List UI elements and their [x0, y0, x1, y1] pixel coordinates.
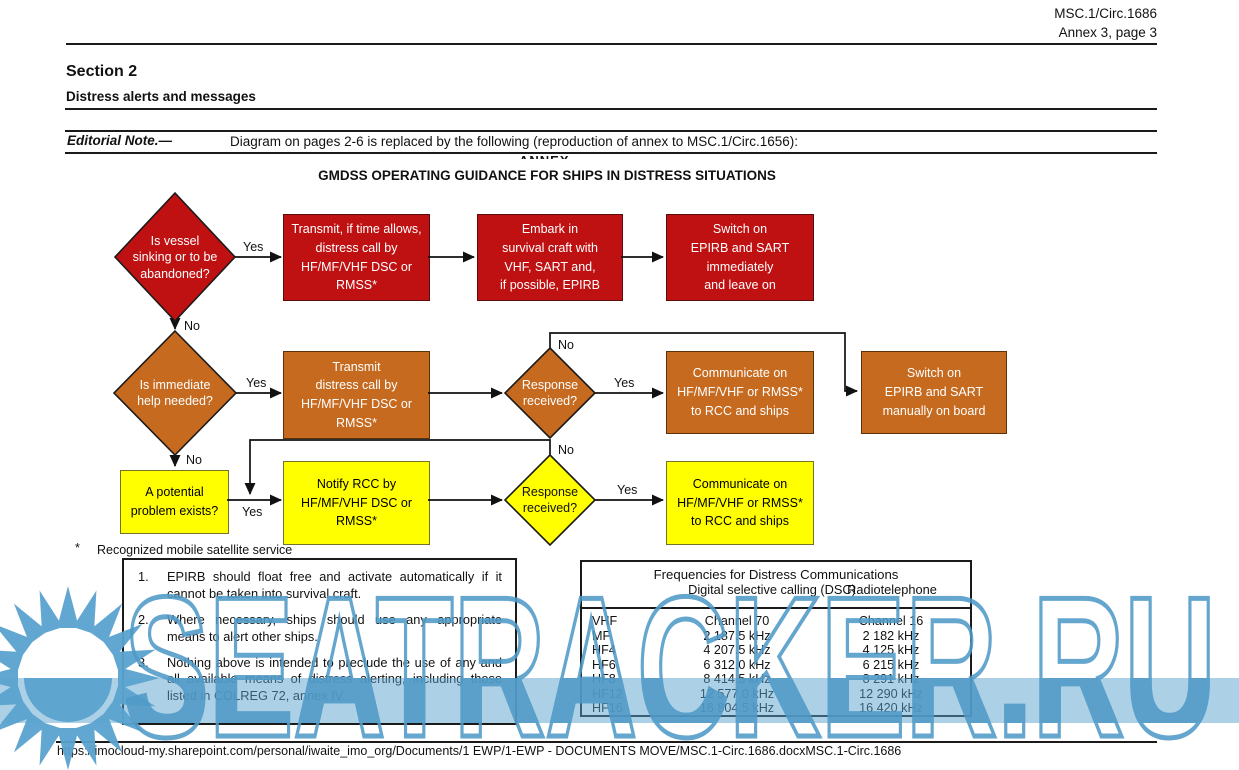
section-subtitle: Distress alerts and messages — [66, 89, 256, 104]
note-item-1: 1. EPIRB should float free and activate … — [138, 569, 502, 603]
header-rule — [66, 43, 1157, 45]
arrow-r3-response-no — [244, 439, 551, 495]
cell-dsc: 4 207.5 kHz — [703, 643, 771, 657]
table-row: MF 2 187.5 kHz 2 182 kHz — [582, 629, 970, 644]
cell-rt: 4 125 kHz — [862, 643, 920, 657]
label-yes-response-r3: Yes — [617, 483, 638, 497]
editorial-note-text: Diagram on pages 2-6 is replaced by the … — [230, 134, 799, 149]
table-row: HF4 4 207.5 kHz 4 125 kHz — [582, 643, 970, 658]
box-communicate-rcc-r2: Communicate on HF/MF/VHF or RMSS* to RCC… — [666, 351, 814, 434]
label-no-response-r3: No — [558, 443, 574, 457]
doc-reference-line1: MSC.1/Circ.1686 — [1054, 6, 1157, 21]
box-transmit-if-time-allows: Transmit, if time allows, distress call … — [283, 214, 430, 301]
box-transmit-distress-call: Transmit distress call by HF/MF/VHF DSC … — [283, 351, 430, 439]
box-embark-survival-craft: Embark in survival craft with VHF, SART … — [477, 214, 623, 301]
column-header-dsc: Digital selective calling (DSC) — [688, 582, 856, 597]
label-no-response-r2: No — [558, 338, 574, 352]
decision-diamond-sinking — [113, 191, 237, 323]
footnote-asterisk: * — [75, 541, 80, 555]
cell-band: HF6 — [592, 657, 616, 672]
doc-reference-line2: Annex 3, page 3 — [1058, 24, 1157, 40]
decision-diamond-response-r3 — [503, 453, 597, 547]
footnote-text: Recognized mobile satellite service — [97, 543, 293, 557]
label-decision-sinking: Is vessel sinking or to be abandoned? — [132, 234, 218, 281]
note-text: EPIRB should float free and activate aut… — [167, 569, 502, 601]
cell-band: MF — [592, 628, 611, 643]
editorial-note-label: Editorial Note.— — [67, 133, 173, 148]
subtitle-rule — [65, 108, 1157, 110]
section-title: Section 2 — [66, 63, 138, 80]
box-notify-rcc: Notify RCC by HF/MF/VHF DSC or RMSS* — [283, 461, 430, 545]
decision-diamond-response-r2 — [503, 346, 597, 440]
table-row: VHF Channel 70 Channel 16 — [582, 614, 970, 629]
label-decision-response-r3: Response received? — [521, 485, 579, 516]
cell-dsc: 6 312.0 kHz — [703, 657, 771, 672]
cell-band: HF4 — [592, 643, 616, 657]
label-yes-response-r2: Yes — [614, 376, 635, 390]
cell-dsc: Channel 70 — [704, 614, 770, 628]
decision-diamond-help-needed — [112, 329, 238, 457]
label-decision-help-needed: Is immediate help needed? — [137, 378, 213, 409]
label-no-d2: No — [186, 453, 202, 467]
cell-rt: 6 215 kHz — [862, 657, 920, 672]
doc-reference: MSC.1/Circ.1686 Annex 3, page 3 — [1054, 5, 1157, 43]
frequency-table-headers: Digital selective calling (DSC) Radiotel… — [582, 582, 970, 602]
box-potential-problem: A potential problem exists? — [120, 470, 229, 534]
table-row: HF6 6 312.0 kHz 6 215 kHz — [582, 658, 970, 673]
box-switch-on-epirb-immediately: Switch on EPIRB and SART immediately and… — [666, 214, 814, 301]
label-yes-r3: Yes — [242, 505, 263, 519]
frequency-table-title: Frequencies for Distress Communications — [653, 567, 899, 582]
note-number: 1. — [138, 569, 149, 584]
annex-clipped-text: ANNEX — [519, 153, 589, 159]
frequency-table-separator — [582, 607, 970, 609]
footer-url: https://imocloud-my.sharepoint.com/perso… — [57, 744, 902, 758]
box-switch-on-epirb-manually: Switch on EPIRB and SART manually on boa… — [861, 351, 1007, 434]
box-communicate-rcc-r3: Communicate on HF/MF/VHF or RMSS* to RCC… — [666, 461, 814, 545]
arrow-r2-response-no — [549, 332, 858, 397]
diagram-title: GMDSS OPERATING GUIDANCE FOR SHIPS IN DI… — [318, 168, 776, 183]
cell-rt: Channel 16 — [858, 614, 924, 628]
label-no-d1: No — [184, 319, 200, 333]
cell-dsc: 2 187.5 kHz — [703, 628, 771, 643]
cell-band: VHF — [592, 614, 618, 628]
editorial-rule-bottom — [65, 152, 1157, 154]
column-header-radiotelephone: Radiotelephone — [847, 582, 937, 597]
editorial-rule-top — [65, 130, 1157, 132]
label-yes-r1: Yes — [243, 240, 264, 254]
footer-rule — [56, 741, 1157, 743]
label-decision-response-r2: Response received? — [521, 378, 579, 409]
label-yes-r2: Yes — [246, 376, 267, 390]
cell-rt: 2 182 kHz — [862, 628, 920, 643]
note-text: Where necessary, ships should use any ap… — [167, 611, 502, 644]
